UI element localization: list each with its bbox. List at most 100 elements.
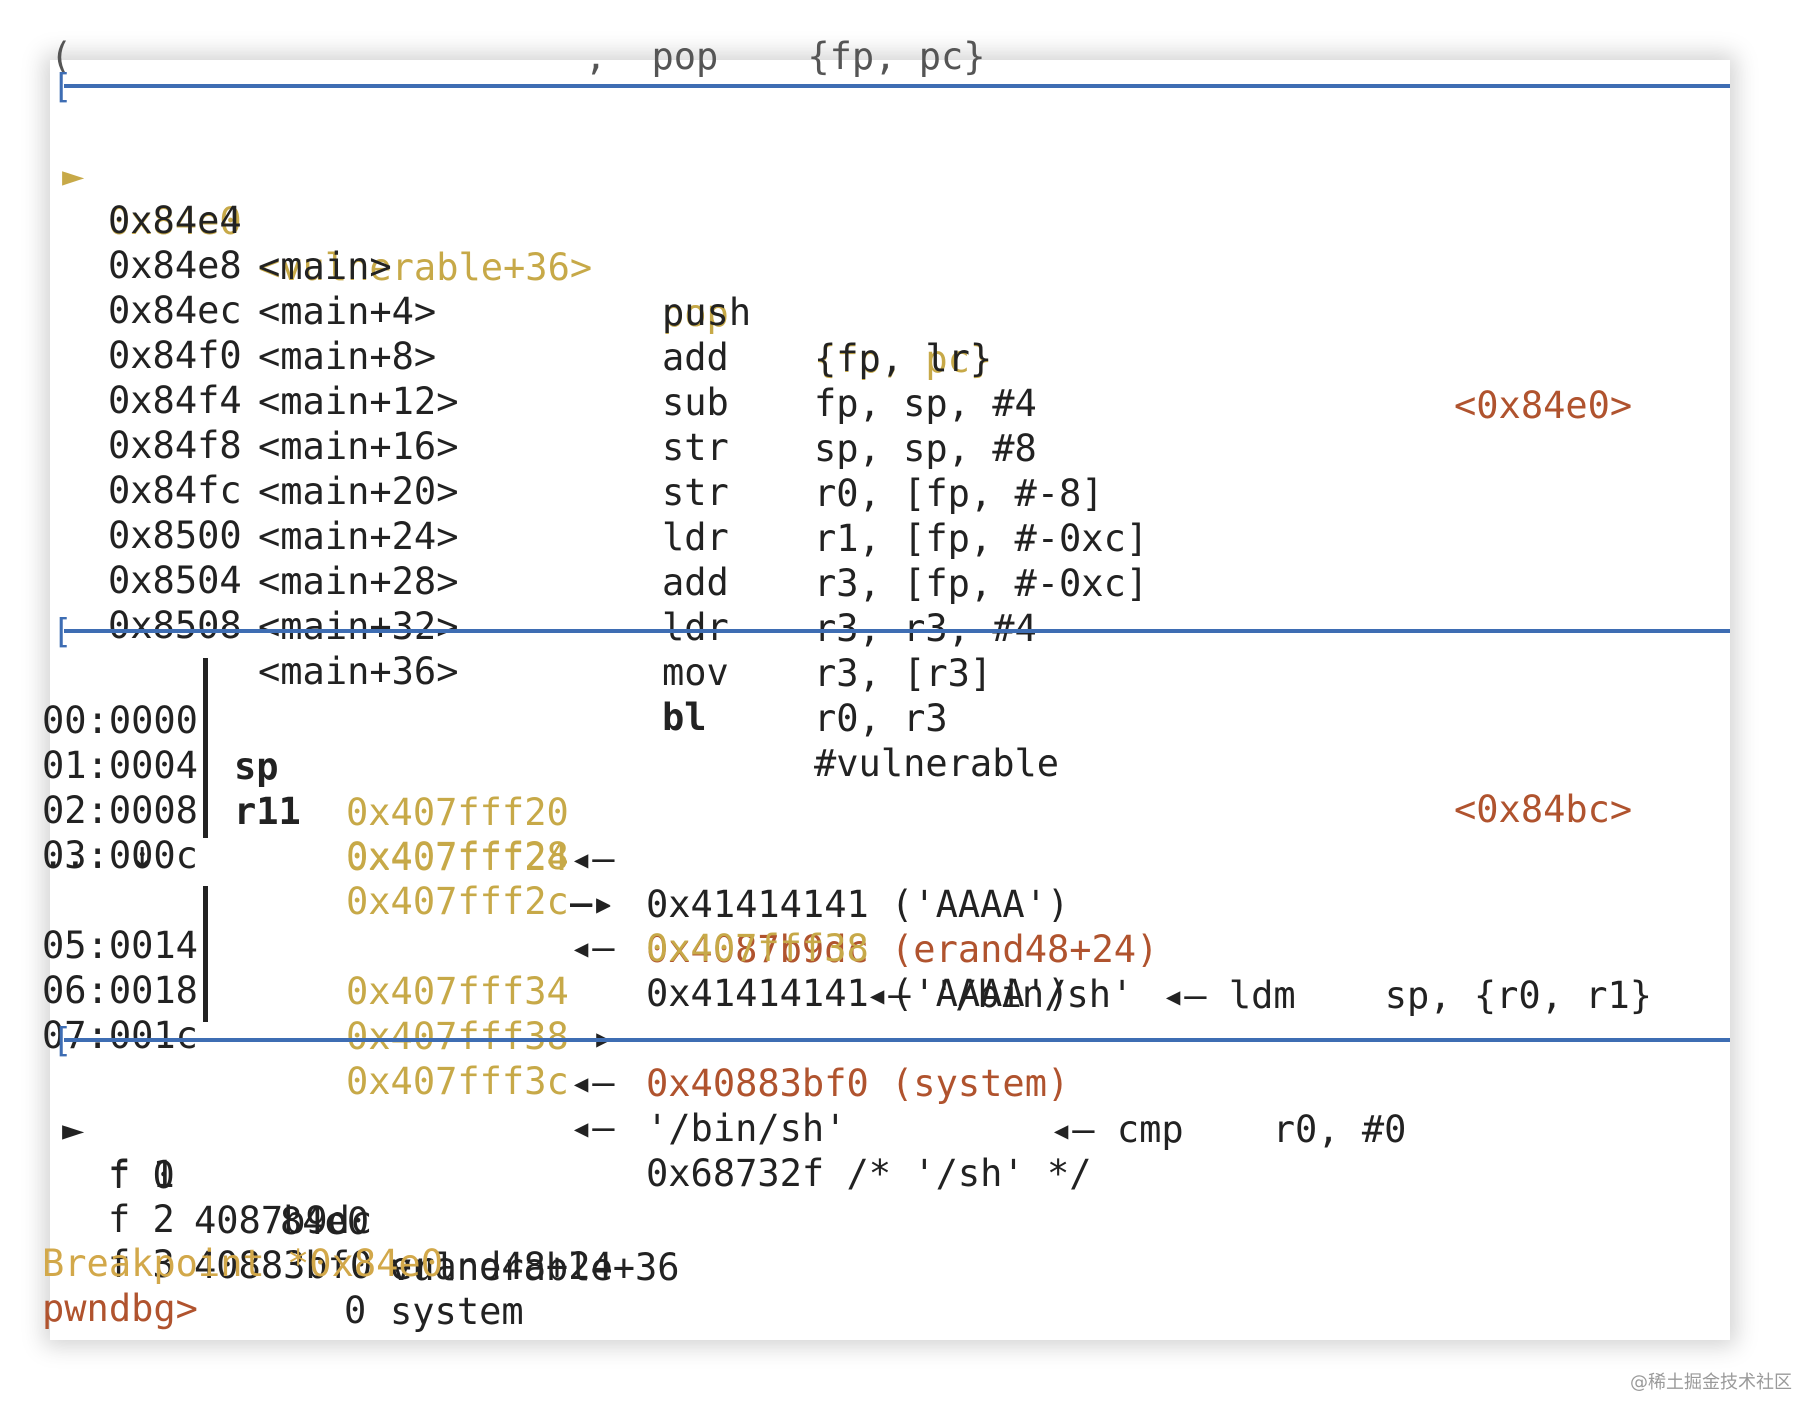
disasm-opcode: sub	[662, 381, 729, 424]
disasm-args: {fp, pc}	[814, 338, 993, 381]
disasm-row[interactable]: 0x8504 <main+32> mov r0, r3	[50, 512, 1730, 740]
stack-address: 0x407fff3c	[346, 1060, 569, 1103]
disasm-address: 0x84e8	[108, 244, 242, 287]
stack-row[interactable]: 02:0008 0x407fff28 —▸ 0x407fff38 ◂— '/bi…	[42, 742, 1730, 1016]
stack-value: 0x68732f /* '/sh' */	[646, 1152, 1092, 1195]
separator-bar	[64, 629, 1730, 633]
stack-row[interactable]: 03:000c 0x407fff2c ◂— 0x41414141 ('AAAA'…	[42, 787, 1730, 1015]
disasm-row[interactable]: 0x84e8 <main+4> add fp, sp, #4	[50, 197, 1730, 425]
disasm-symbol: <main+28>	[258, 560, 459, 603]
disasm-symbol: <main+8>	[258, 335, 437, 378]
disasm-row[interactable]: 0x84ec <main+8> sub sp, sp, #8	[50, 242, 1730, 470]
disasm-row[interactable]: 0x84f0 <main+12> str r0, [fp, #-8]	[50, 287, 1730, 515]
stack-index: 02:0008	[42, 789, 198, 832]
stack-row[interactable]: 00:0000 sp 0x407fff20 ◂— 0x41414141 ('AA…	[42, 652, 1730, 926]
disasm-separator: [	[50, 67, 1730, 107]
frame-number: f 3	[108, 1243, 175, 1286]
frame-address: 40883bf0	[194, 1244, 373, 1287]
disasm-args: r3, r3, #4	[814, 607, 1037, 650]
disasm-opcode: ldr	[662, 606, 729, 649]
stack-index: 07:001c	[42, 1014, 198, 1057]
frame-address: 0	[344, 1289, 367, 1332]
disasm-args: #vulnerable	[814, 742, 1060, 785]
disasm-address: 0x84e0	[108, 200, 242, 243]
disasm-symbol: <vulnerable+36>	[258, 246, 593, 289]
disasm-args: r3, [fp, #-0xc]	[814, 562, 1149, 605]
separator-bar	[64, 1038, 1730, 1042]
stack-arrow: —▸	[570, 882, 615, 925]
stack-tail: ◂— '/bin/sh'	[866, 973, 1134, 1016]
frame-number: f 0	[108, 1154, 175, 1197]
disasm-args: r1, [fp, #-0xc]	[814, 517, 1149, 560]
backtrace-frame[interactable]: f 1 4087b9dc erand48+24	[50, 1106, 1730, 1288]
disasm-address: 0x8504	[108, 559, 242, 602]
disasm-args: fp, sp, #4	[814, 382, 1037, 425]
disasm-symbol: <main+24>	[258, 515, 459, 558]
stack-tail: ◂— cmp r0, #0	[1050, 1108, 1407, 1151]
disasm-row[interactable]: 0x84fc <main+24> add r3, r3, #4	[50, 422, 1730, 650]
disasm-row[interactable]: 0x84f4 <main+16> str r1, [fp, #-0xc]	[50, 332, 1730, 560]
disasm-opcode: add	[662, 336, 729, 379]
stack-register: sp	[234, 745, 279, 788]
stack-tail: ◂— ldm sp, {r0, r1}	[1162, 974, 1653, 1017]
stack-address: 0x407fff2c	[346, 880, 569, 923]
disasm-address: 0x84fc	[108, 469, 242, 512]
disasm-symbol: <main+20>	[258, 470, 459, 513]
frame-symbol: erand48+24	[390, 1245, 613, 1288]
stack-index-divider	[203, 658, 208, 838]
stack-index: 01:0004	[42, 744, 198, 787]
stack-value: 0x407fff38	[646, 927, 869, 970]
stack-value: 0x41414141 ('AAAA')	[646, 972, 1070, 1015]
pwndbg-prompt[interactable]: pwndbg>	[42, 1287, 198, 1330]
frame-number: f 2	[108, 1198, 175, 1241]
disasm-address: 0x84f8	[108, 424, 242, 467]
top-partial-line: ( , pop {fp, pc}	[50, 35, 986, 78]
frame-number: f 1	[108, 1153, 175, 1196]
disasm-args: r0, r3	[814, 697, 948, 740]
stack-arrow: ◂—	[570, 837, 615, 880]
stack-row[interactable]: 01:0004 r11 0x407fff24 —▸ 0x4087b9dc (er…	[42, 697, 1730, 1017]
stack-index: 00:0000	[42, 699, 198, 742]
stack-value: '/bin/sh'	[646, 1107, 847, 1150]
stack-arrow: ◂—	[570, 1061, 615, 1104]
stack-row[interactable]: 05:0014 0x407fff34 —▸ 0x40883bf0 (system…	[42, 877, 1730, 1151]
stack-index: 06:0018	[42, 969, 198, 1012]
stack-row[interactable]: 06:0018 0x407fff38 ◂— '/bin/sh'	[42, 922, 1730, 1150]
disasm-row[interactable]: 0x8500 <main+28> ldr r3, [r3]	[50, 467, 1730, 695]
breakpoint-message: Breakpoint *0x84e0	[42, 1242, 443, 1285]
disasm-symbol: <main+32>	[258, 605, 459, 648]
separator-bracket: [	[52, 1021, 73, 1061]
backtrace-frame[interactable]: f 2 40883bf0 system	[50, 1151, 1730, 1333]
stack-address: 0x407fff34	[346, 970, 569, 1013]
disasm-row[interactable]: ► 0x84e0 <vulnerable+36> pop {fp, pc} <0…	[50, 107, 1730, 427]
disasm-row[interactable]: 0x84e4 <main> push {fp, lr}	[50, 152, 1730, 380]
stack-separator: [	[50, 612, 1730, 652]
stack-value: 0x41414141 ('AAAA')	[646, 883, 1070, 926]
gdb-terminal[interactable]: ( , pop {fp, pc} [ ► 0x84e0 <vulnerable+…	[42, 35, 1730, 1340]
disasm-opcode: add	[662, 561, 729, 604]
disasm-args: r0, [fp, #-8]	[814, 472, 1104, 515]
frame-symbol: vulnerable+36	[390, 1246, 680, 1289]
disasm-address: 0x84e4	[108, 199, 242, 242]
stack-index: 03:000c	[42, 834, 198, 877]
disasm-args: sp, sp, #8	[814, 427, 1037, 470]
separator-bracket: [	[52, 67, 73, 107]
separator-bracket: [	[52, 612, 73, 652]
stack-index-divider	[203, 886, 208, 1022]
disasm-opcode: pop	[662, 292, 729, 335]
backtrace-frame[interactable]: ► f 0 84e0 vulnerable+36	[50, 1061, 1730, 1289]
stack-arrow: ◂—	[570, 1106, 615, 1149]
separator-bar	[64, 84, 1730, 88]
disasm-opcode: mov	[662, 651, 729, 694]
disasm-args: {fp, lr}	[814, 337, 993, 380]
disasm-row[interactable]: 0x8508 <main+36> bl #vulnerable <0x84bc>	[50, 557, 1730, 831]
disasm-address: 0x84f4	[108, 379, 242, 422]
backtrace-frame[interactable]: f 3 0	[50, 1196, 1730, 1332]
stack-skip-indicator: ... ↓	[42, 833, 154, 876]
site-watermark: @稀土掘金技术社区	[1630, 1372, 1792, 1393]
disasm-opcode: push	[662, 291, 752, 334]
stack-row[interactable]: 07:001c 0x407fff3c ◂— 0x68732f /* '/sh' …	[42, 967, 1730, 1195]
disasm-row[interactable]: 0x84f8 <main+20> ldr r3, [fp, #-0xc]	[50, 377, 1730, 605]
disasm-opcode: str	[662, 426, 729, 469]
stack-index: 05:0014	[42, 924, 198, 967]
